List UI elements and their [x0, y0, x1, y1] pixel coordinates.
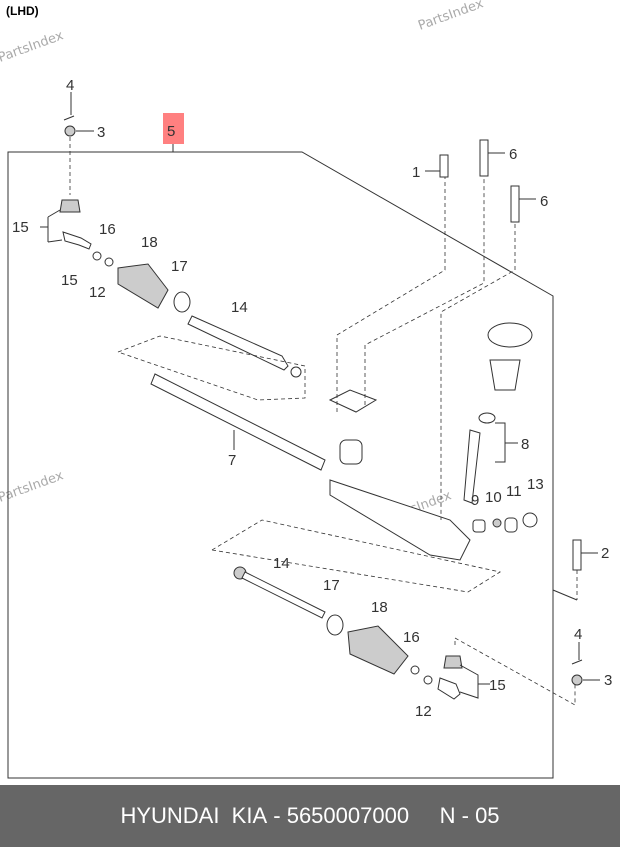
callout-16[interactable]: 16	[403, 629, 420, 646]
callout-11[interactable]: 11	[506, 483, 522, 500]
bearing-icon	[489, 359, 521, 391]
guide-box	[117, 335, 306, 401]
callout-6[interactable]: 6	[540, 193, 548, 210]
inner-tie-rod-icon	[187, 315, 289, 371]
band-icon	[326, 614, 344, 636]
spacer	[409, 803, 440, 829]
bolt-icon	[479, 139, 489, 177]
callout-15[interactable]: 15	[61, 272, 78, 289]
callout-5[interactable]: 5	[167, 123, 175, 140]
callout-18[interactable]: 18	[141, 234, 158, 251]
steering-gear-diagram: PartsIndex PartsIndex PartsIndex PartsIn…	[0, 0, 612, 779]
snap-ring-icon	[478, 412, 496, 424]
watermark: PartsIndex	[0, 468, 66, 506]
footer-bar: HYUNDAI KIA - 5650007000 N - 05	[0, 785, 620, 847]
gear-housing-icon	[329, 479, 471, 561]
variant-label: (LHD)	[6, 4, 39, 18]
inner-tie-rod-icon	[241, 571, 326, 619]
band-icon	[173, 291, 191, 313]
guide-line	[440, 210, 516, 520]
callout-15[interactable]: 15	[489, 677, 506, 694]
callout-8[interactable]: 8	[521, 436, 529, 453]
cotter-pin-icon	[571, 659, 583, 665]
callout-2[interactable]: 2	[601, 545, 609, 562]
clamp-icon	[328, 389, 378, 413]
callout-16[interactable]: 16	[99, 221, 116, 238]
watermark: PartsIndex	[416, 0, 486, 34]
clip-icon	[104, 257, 114, 267]
callout-17[interactable]: 17	[171, 258, 188, 275]
callout-9[interactable]: 9	[471, 492, 479, 509]
callout-14[interactable]: 14	[231, 299, 248, 316]
bolt-icon	[572, 539, 582, 571]
bellows-boot-icon	[117, 263, 169, 309]
tie-rod-end-icon	[62, 231, 92, 250]
callout-12[interactable]: 12	[415, 703, 432, 720]
brand-label: HYUNDAI KIA	[120, 803, 268, 828]
washer-icon	[423, 675, 433, 685]
callout-6[interactable]: 6	[509, 146, 517, 163]
cotter-pin-icon	[63, 115, 75, 121]
dust-cover-icon	[59, 199, 81, 213]
rack-bar-icon	[150, 373, 326, 471]
bolt-icon	[510, 185, 520, 223]
guide-line	[336, 170, 446, 412]
seal-icon	[487, 322, 533, 348]
callout-1[interactable]: 1	[412, 164, 420, 181]
callout-17[interactable]: 17	[323, 577, 340, 594]
dust-cover-icon	[443, 655, 463, 669]
castle-nut-icon	[571, 674, 583, 686]
pinion-shaft-icon	[463, 429, 481, 504]
guide-box	[211, 519, 502, 593]
guide-line	[454, 637, 576, 706]
page-code: N - 05	[439, 803, 500, 828]
callout-7[interactable]: 7	[228, 452, 236, 469]
lock-nut-icon	[522, 512, 538, 528]
castle-nut-icon	[64, 125, 76, 137]
plug-icon	[504, 517, 518, 533]
bushing-icon	[339, 439, 363, 465]
guide-line	[364, 168, 485, 405]
callout-3[interactable]: 3	[97, 124, 105, 141]
watermark: PartsIndex	[0, 28, 66, 66]
callout-4[interactable]: 4	[66, 77, 74, 94]
washer-icon	[92, 251, 102, 261]
part-number: 5650007000	[286, 803, 410, 828]
tie-rod-end-icon	[437, 677, 461, 700]
washer-icon	[290, 366, 302, 378]
callout-3[interactable]: 3	[604, 672, 612, 689]
bolt-icon	[439, 154, 449, 178]
bellows-boot-icon	[347, 625, 409, 675]
yoke-icon	[472, 519, 486, 533]
clip-icon	[410, 665, 420, 675]
callout-18[interactable]: 18	[371, 599, 388, 616]
callout-14[interactable]: 14	[273, 555, 290, 572]
callout-13[interactable]: 13	[527, 476, 544, 493]
callout-15[interactable]: 15	[12, 219, 29, 236]
callout-12[interactable]: 12	[89, 284, 106, 301]
callout-4[interactable]: 4	[574, 626, 582, 643]
highlight-box	[163, 113, 184, 144]
callout-10[interactable]: 10	[485, 489, 502, 506]
separator: -	[267, 803, 287, 828]
assembly-frame	[7, 151, 554, 779]
spring-icon	[492, 518, 502, 528]
